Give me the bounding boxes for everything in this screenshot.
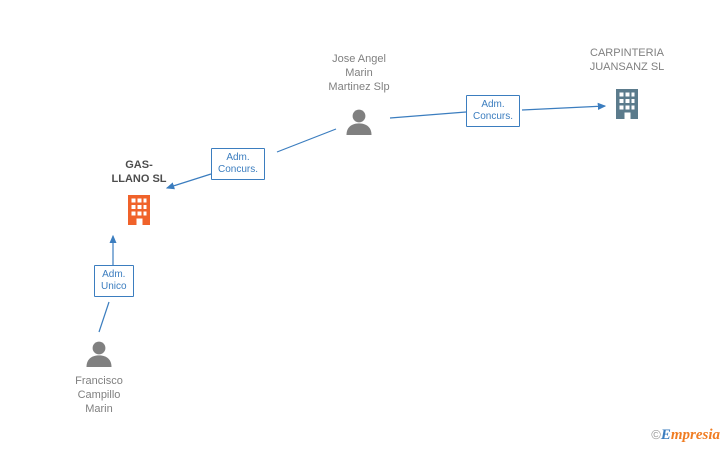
node-jose-angel-marin-martinez[interactable] (343, 108, 375, 141)
edge-jose-to-gasllano-seg1 (276, 128, 337, 153)
edge-jose-to-carpinteria-seg2 (521, 102, 607, 111)
node-label-carpinteria-juansanz-sl: CARPINTERIA JUANSANZ SL (589, 47, 665, 73)
watermark-copyright: © (651, 427, 661, 442)
watermark-brand-rest: mpresia (670, 427, 720, 443)
edge-jose-to-gasllano-seg2 (165, 173, 212, 190)
watermark-empresia: ©Empresia (651, 427, 720, 444)
edge-jose-to-carpinteria-seg1 (389, 111, 467, 119)
edge-label-jose-to-carpinteria[interactable]: Adm. Concurs. (466, 95, 521, 127)
node-gas-llano-sl[interactable] (124, 194, 154, 231)
watermark-brand-initial: E (660, 427, 671, 443)
node-label-jose-angel-marin-martinez: Jose Angel Marin Martinez Slp (328, 53, 390, 93)
edge-label-francisco-to-gasllano[interactable]: Adm. Unico (94, 265, 134, 297)
company-building-icon (616, 89, 638, 119)
node-label-francisco-campillo-marin: Francisco Campillo Marin (75, 375, 123, 415)
node-carpinteria-juansanz-sl[interactable] (612, 88, 642, 125)
person-icon (86, 341, 112, 367)
person-icon (346, 109, 372, 135)
edge-label-jose-to-gasllano[interactable]: Adm. Concurs. (211, 148, 266, 180)
node-francisco-campillo-marin[interactable] (83, 340, 115, 373)
company-building-icon (128, 195, 150, 225)
edge-francisco-to-gasllano-seg1 (98, 301, 110, 333)
node-label-gas-llano-sl: GAS- LLANO SL (111, 159, 167, 185)
